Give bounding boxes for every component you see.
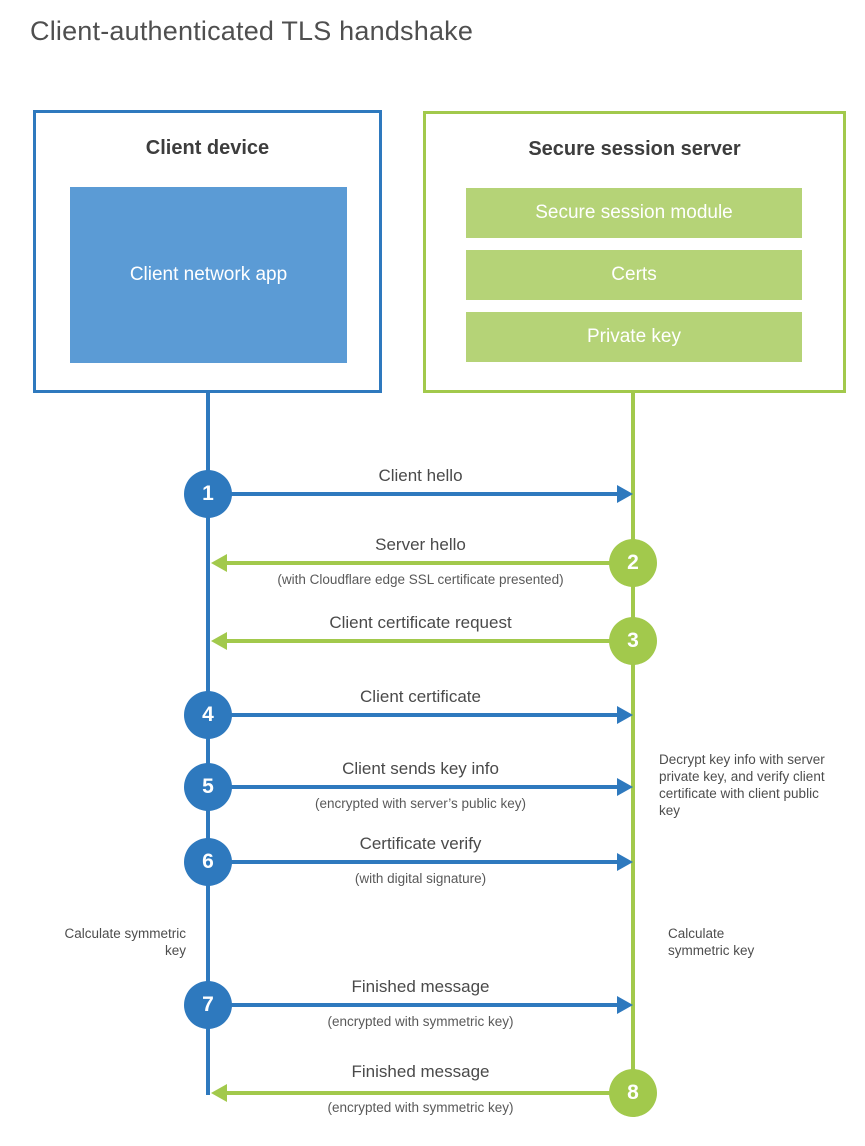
- secure-session-server-box: Secure session server Secure session mod…: [423, 111, 846, 393]
- step-8-subtext: (encrypted with symmetric key): [327, 1100, 514, 1115]
- step-1-arrow-right: [208, 485, 633, 503]
- server-module-certs-label: Certs: [611, 264, 657, 285]
- server-decrypt-note: Decrypt key info with server private key…: [659, 752, 825, 818]
- step-5-circle: 5: [184, 763, 232, 811]
- client-calculate-symmetric-key-note: Calculate symmetric key: [64, 926, 186, 958]
- step-7-circle: 7: [184, 981, 232, 1029]
- step-7-arrow-right: [208, 996, 633, 1014]
- step-7-label: Finished message: [351, 977, 490, 996]
- client-device-box: Client device Client network app: [33, 110, 382, 393]
- server-calculate-symmetric-key-note: Calculate symmetric key: [668, 926, 755, 958]
- step-2-subtext: (with Cloudflare edge SSL certificate pr…: [277, 572, 564, 587]
- step-6-subtext: (with digital signature): [354, 871, 487, 886]
- step-1-circle: 1: [184, 470, 232, 518]
- page-title: Client-authenticated TLS handshake: [30, 16, 474, 46]
- step-6-circle: 6: [184, 838, 232, 886]
- step-4-circle: 4: [184, 691, 232, 739]
- step-2-label: Server hello: [375, 535, 466, 554]
- step-3-arrow-left: [211, 632, 633, 650]
- step-5-arrow-right: [208, 778, 633, 796]
- step-6-label: Certificate verify: [359, 834, 482, 853]
- server-module-secure-session-label: Secure session module: [535, 202, 733, 223]
- server-module-private-key: Private key: [466, 312, 802, 362]
- server-module-private-key-label: Private key: [587, 326, 681, 347]
- step-1-label: Client hello: [378, 466, 463, 485]
- server-lifeline: [631, 393, 635, 1093]
- client-network-app-label: Client network app: [129, 264, 288, 285]
- step-8-label: Finished message: [351, 1062, 490, 1081]
- client-lifeline: [206, 393, 210, 1095]
- step-5-label: Client sends key info: [342, 759, 499, 778]
- step-8-arrow-left: [211, 1084, 633, 1102]
- client-network-app-box: Client network app: [70, 187, 347, 363]
- step-2-circle: 2: [609, 539, 657, 587]
- step-5-subtext: (encrypted with server’s public key): [314, 796, 527, 811]
- step-4-arrow-right: [208, 706, 633, 724]
- step-2-arrow-left: [211, 554, 633, 572]
- step-4-label: Client certificate: [360, 687, 481, 706]
- step-3-circle: 3: [609, 617, 657, 665]
- server-module-certs: Certs: [466, 250, 802, 300]
- server-module-secure-session: Secure session module: [466, 188, 802, 238]
- client-device-title: Client device: [145, 137, 270, 159]
- secure-session-server-title: Secure session server: [528, 138, 741, 160]
- step-6-arrow-right: [208, 853, 633, 871]
- step-7-subtext: (encrypted with symmetric key): [327, 1014, 514, 1029]
- step-3-label: Client certificate request: [329, 613, 512, 632]
- step-8-circle: 8: [609, 1069, 657, 1117]
